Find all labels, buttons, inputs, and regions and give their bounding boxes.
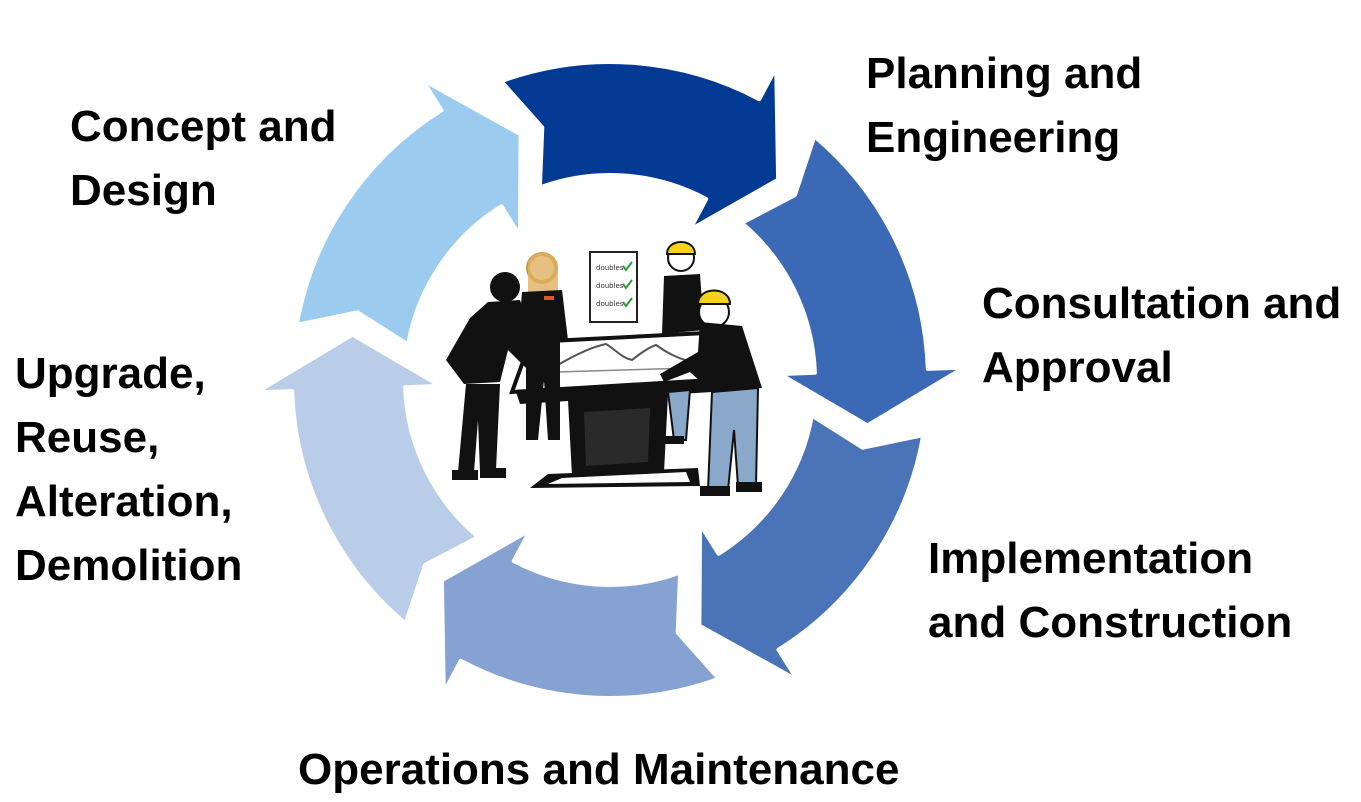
stage-label-line: Consultation and bbox=[982, 279, 1342, 328]
stage-label-line: Planning and bbox=[866, 49, 1143, 98]
stage-label-line: Reuse, bbox=[15, 413, 160, 462]
cycle-arrows bbox=[254, 60, 966, 700]
stage-label-concept-design: Concept and Design bbox=[70, 95, 336, 223]
stage-label-line: and Construction bbox=[928, 598, 1293, 647]
arrow-planning-engineering bbox=[499, 60, 781, 232]
stage-label-line: Engineering bbox=[866, 113, 1121, 162]
checkmark-icon bbox=[622, 261, 633, 272]
table-shape bbox=[509, 330, 715, 488]
stage-label-implementation-construction: Implementation and Construction bbox=[928, 527, 1292, 655]
stage-label-line: Demolition bbox=[15, 541, 243, 590]
stage-label-consultation-approval: Consultation and Approval bbox=[982, 272, 1341, 400]
arrow-implementation-construction bbox=[697, 413, 926, 683]
arrow-upgrade-reuse bbox=[254, 332, 481, 626]
stage-label-line: Upgrade, bbox=[15, 349, 206, 398]
arrow-consultation-approval bbox=[739, 134, 966, 428]
person-engineer-back-figure bbox=[660, 241, 704, 444]
person-engineer-front-figure bbox=[660, 289, 762, 496]
person-woman-figure bbox=[518, 252, 568, 440]
checkmark-icon bbox=[622, 297, 633, 308]
stage-label-line: Alteration, bbox=[15, 477, 233, 526]
checklist-item-text: doubles bbox=[596, 282, 624, 290]
checkmark-icon bbox=[622, 279, 633, 290]
team-at-table-icon: doubles doubles doubles bbox=[446, 241, 762, 496]
stage-label-line: Design bbox=[70, 166, 217, 215]
arrow-concept-design bbox=[294, 77, 523, 347]
stage-label-upgrade-reuse-alteration-demolition: Upgrade, Reuse, Alteration, Demolition bbox=[15, 342, 242, 598]
stage-label-line: Approval bbox=[982, 343, 1173, 392]
checklist-item-text: doubles bbox=[596, 300, 624, 308]
stage-label-line: Implementation bbox=[928, 534, 1254, 583]
stage-label-line: Operations and Maintenance bbox=[298, 745, 900, 794]
checklist-board: doubles doubles doubles bbox=[589, 251, 638, 323]
arrow-operations-maintenance bbox=[439, 528, 721, 700]
stage-label-operations-maintenance: Operations and Maintenance bbox=[298, 738, 899, 802]
stage-label-line: Concept and bbox=[70, 102, 337, 151]
checklist-item-text: doubles bbox=[596, 264, 624, 272]
stage-label-planning-engineering: Planning and Engineering bbox=[866, 42, 1142, 170]
